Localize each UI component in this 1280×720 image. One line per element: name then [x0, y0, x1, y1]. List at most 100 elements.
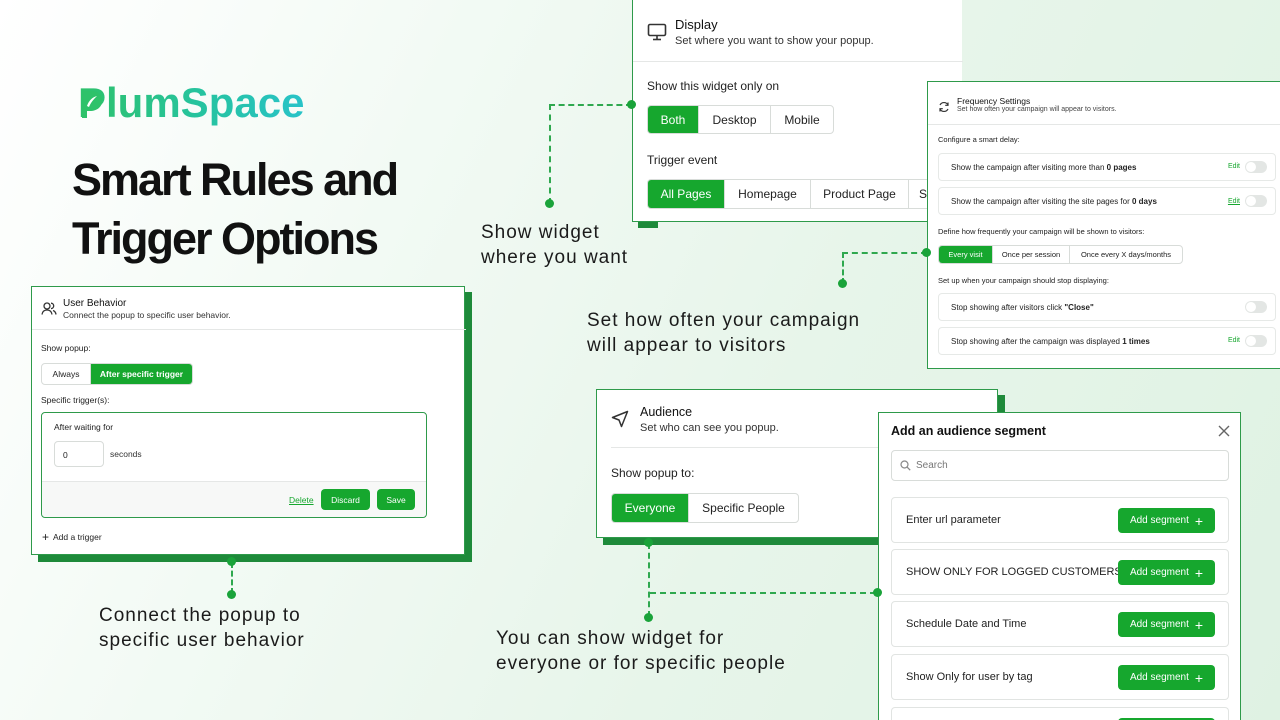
stop-label: Set up when your campaign should stop di…	[938, 276, 1109, 285]
delay-days-text: Show the campaign after visiting the sit…	[951, 196, 1132, 206]
freq-every-visit[interactable]: Every visit	[939, 246, 993, 263]
trigger-box: After waiting for 0 seconds Delete Disca…	[41, 412, 427, 518]
audience-subtitle: Set who can see you popup.	[640, 422, 779, 434]
display-title: Display	[675, 17, 718, 32]
segment-title: Add an audience segment	[891, 424, 1046, 438]
delay-days-toggle[interactable]	[1245, 195, 1267, 207]
delay-pages-value: 0 pages	[1106, 162, 1137, 172]
segment-label: SHOW ONLY FOR LOGGED CUSTOMERS	[906, 566, 1122, 578]
connector-audience-v	[648, 543, 650, 617]
delay-pages-text: Show the campaign after visiting more th…	[951, 162, 1107, 172]
segment-row: Enter url parameter Add segment+	[891, 497, 1229, 543]
segment-modal: Add an audience segment Search Enter url…	[878, 412, 1241, 720]
headline: Smart Rules and Trigger Options	[72, 150, 399, 268]
divider	[611, 447, 987, 448]
trigger-more[interactable]: S	[919, 187, 928, 201]
add-segment-button[interactable]: Add segment+	[1118, 508, 1215, 533]
connector-dot	[922, 248, 931, 257]
plus-icon: +	[1194, 564, 1204, 581]
stop-close-text: Stop showing after visitors click	[951, 302, 1065, 312]
device-selector: Both Desktop Mobile	[647, 105, 834, 134]
show-after-trigger[interactable]: After specific trigger	[91, 364, 192, 384]
trigger-box-body	[42, 413, 426, 481]
stop-times-toggle[interactable]	[1245, 335, 1267, 347]
frequency-selector: Every visit Once per session Once every …	[938, 245, 1183, 264]
add-segment-button[interactable]: Add segment+	[1118, 665, 1215, 690]
add-segment-button-partial[interactable]	[1118, 718, 1215, 720]
device-mobile[interactable]: Mobile	[784, 112, 820, 127]
connector-dot	[644, 613, 653, 622]
display-card: Display Set where you want to show your …	[632, 0, 963, 222]
divider	[928, 124, 1280, 125]
display-subtitle: Set where you want to show your popup.	[675, 35, 874, 47]
trigger-label: Trigger event	[647, 153, 718, 167]
send-icon	[611, 410, 629, 433]
delay-pages-toggle[interactable]	[1245, 161, 1267, 173]
close-icon[interactable]	[1218, 424, 1230, 442]
connector-dot	[627, 100, 636, 109]
segment-label: Enter url parameter	[906, 514, 1001, 526]
triggers-label: Specific trigger(s):	[41, 395, 110, 405]
edit-link[interactable]: Edit	[1227, 163, 1240, 170]
add-segment-label: Add segment	[1129, 619, 1189, 630]
audience-show-label: Show popup to:	[611, 466, 695, 480]
connector-dot	[545, 199, 554, 208]
delete-link[interactable]: Delete	[289, 495, 314, 505]
show-always[interactable]: Always	[42, 364, 91, 384]
add-trigger-button[interactable]: + Add a trigger	[42, 530, 102, 544]
stop-times-value: 1 times	[1122, 336, 1150, 346]
plus-icon: +	[1194, 616, 1204, 633]
headline-line-1: Smart Rules and	[72, 154, 399, 205]
freq-once-session[interactable]: Once per session	[993, 246, 1070, 263]
show-popup-selector: Always After specific trigger	[41, 363, 193, 385]
caption-line: Connect the popup to	[99, 605, 301, 626]
stop-times-text: Stop showing after the campaign was disp…	[951, 336, 1123, 346]
behavior-subtitle: Connect the popup to specific user behav…	[63, 310, 231, 320]
stop-close-toggle[interactable]	[1245, 301, 1267, 313]
caption-show-widget: Show widget where you want	[481, 220, 628, 270]
trigger-homepage[interactable]: Homepage	[725, 180, 811, 208]
segment-row: SHOW ONLY FOR LOGGED CUSTOMERS Add segme…	[891, 549, 1229, 595]
segment-search[interactable]: Search	[891, 450, 1229, 481]
caption-audience: You can show widget for everyone or for …	[496, 626, 786, 676]
stop-close-value: "Close"	[1064, 302, 1094, 312]
connector-display	[549, 104, 632, 204]
device-both[interactable]: Both	[648, 106, 699, 133]
discard-button[interactable]: Discard	[321, 489, 370, 510]
users-icon	[41, 301, 57, 321]
audience-specific[interactable]: Specific People	[702, 501, 785, 515]
connector-dot	[873, 588, 882, 597]
delay-days-row: Show the campaign after visiting the sit…	[938, 187, 1276, 215]
trigger-product-page[interactable]: Product Page	[811, 180, 909, 208]
caption-line: will appear to visitors	[587, 335, 787, 356]
behavior-card: User Behavior Connect the popup to speci…	[31, 286, 466, 555]
widget-label: Show this widget only on	[647, 79, 780, 93]
trigger-all-pages[interactable]: All Pages	[648, 180, 725, 208]
caption-line: everyone or for specific people	[496, 653, 786, 674]
frequency-subtitle: Set how often your campaign will appear …	[957, 106, 1117, 113]
caption-connect: Connect the popup to specific user behav…	[99, 603, 305, 653]
waiting-label: After waiting for	[54, 422, 114, 432]
leaf-icon	[78, 89, 104, 118]
device-desktop[interactable]: Desktop	[699, 106, 771, 133]
caption-line: Set how often your campaign	[587, 310, 861, 331]
plus-icon: +	[42, 530, 50, 544]
save-button[interactable]: Save	[377, 489, 415, 510]
monitor-icon	[647, 23, 667, 46]
refresh-icon	[938, 100, 950, 118]
edit-link[interactable]: Edit	[1227, 337, 1240, 344]
edit-link[interactable]: Edit	[1227, 198, 1240, 205]
connector-dot	[644, 538, 653, 547]
connector-behavior	[231, 562, 233, 594]
search-placeholder: Search	[916, 460, 948, 471]
connector-audience-h	[650, 592, 876, 594]
frequency-card: Frequency Settings Set how often your ca…	[927, 81, 1280, 369]
search-icon	[900, 460, 911, 471]
audience-everyone[interactable]: Everyone	[612, 494, 689, 522]
add-trigger-label: Add a trigger	[53, 532, 102, 542]
seconds-input[interactable]: 0	[54, 441, 104, 467]
add-segment-button[interactable]: Add segment +	[1118, 612, 1215, 637]
add-segment-button[interactable]: Add segment+	[1118, 560, 1215, 585]
freq-once-every[interactable]: Once every X days/months	[1080, 250, 1172, 259]
caption-line: Show widget	[481, 222, 600, 243]
